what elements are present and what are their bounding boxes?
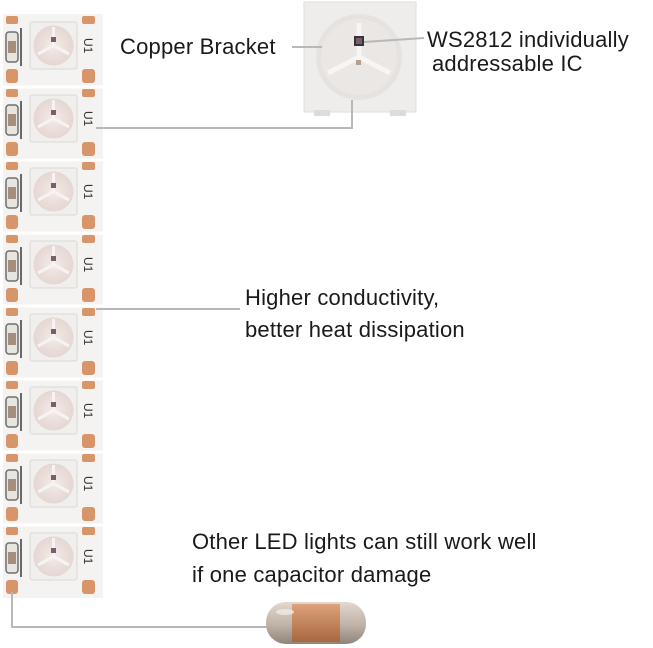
- copper-pad: [6, 89, 18, 97]
- pcb-marking-u1: U1: [81, 403, 95, 419]
- copper-pad: [6, 454, 18, 462]
- copper-pad: [82, 507, 95, 521]
- ic-label-line1: WS2812 individually: [427, 27, 629, 52]
- copper-pad: [6, 288, 18, 302]
- copper-pad: [6, 16, 18, 24]
- conductivity-label-line1: Higher conductivity,: [245, 285, 440, 310]
- strip-led-frame: [37, 392, 70, 421]
- pcb-marking-u1: U1: [81, 549, 95, 565]
- copper-pad: [82, 434, 95, 448]
- strip-led-chip: [51, 183, 56, 188]
- strip-capacitor-band: [8, 406, 16, 418]
- strip-led-frame: [37, 27, 70, 56]
- led-pin: [390, 110, 406, 116]
- strip-capacitor-band: [8, 260, 16, 272]
- closeup-connector-line: [96, 100, 353, 129]
- copper-pad: [82, 215, 95, 229]
- strip-led-frame: [37, 246, 70, 275]
- pcb-marking-u1: U1: [81, 257, 95, 273]
- strip-led-frame: [37, 538, 70, 567]
- copper-pad: [6, 69, 18, 83]
- led-die: [356, 60, 361, 65]
- copper-pad: [82, 142, 95, 156]
- copper-pad: [6, 215, 18, 229]
- copper-pad: [82, 288, 95, 302]
- copper-pad: [82, 69, 95, 83]
- pcb-marking-u1: U1: [81, 38, 95, 54]
- strip-led-frame: [37, 319, 70, 348]
- copper-pad: [82, 527, 95, 535]
- strip-capacitor-band: [8, 552, 16, 564]
- copper-pad: [6, 381, 18, 389]
- copper-pad: [82, 381, 95, 389]
- strip-led-chip: [51, 37, 56, 42]
- copper-pad: [82, 89, 95, 97]
- copper-bracket-label: Copper Bracket: [120, 34, 276, 59]
- copper-pad: [82, 162, 95, 170]
- copper-pad: [6, 434, 18, 448]
- strip-led-chip: [51, 475, 56, 480]
- strip-led-chip: [51, 110, 56, 115]
- copper-pad: [6, 580, 18, 594]
- strip-led-chip: [51, 402, 56, 407]
- ws2812-ic-die: [356, 38, 362, 44]
- capacitor-highlight: [276, 609, 294, 615]
- copper-pad: [82, 580, 95, 594]
- strip-capacitor-band: [8, 187, 16, 199]
- strip-capacitor-band: [8, 333, 16, 345]
- copper-pad: [82, 235, 95, 243]
- led-pin: [314, 110, 330, 116]
- copper-pad: [82, 16, 95, 24]
- strip-capacitor-band: [8, 479, 16, 491]
- capacitor-closeup: [266, 602, 366, 644]
- capacitor-label-line2: if one capacitor damage: [192, 562, 432, 587]
- strip-led-frame: [37, 173, 70, 202]
- copper-pad: [6, 507, 18, 521]
- ic-leader: [363, 37, 425, 43]
- strip-led-frame: [37, 100, 70, 129]
- copper-pad: [82, 308, 95, 316]
- strip-led-chip: [51, 548, 56, 553]
- strip-led-chip: [51, 329, 56, 334]
- ic-label-line2: addressable IC: [432, 51, 583, 76]
- pcb-marking-u1: U1: [81, 330, 95, 346]
- copper-pad: [6, 361, 18, 375]
- capacitor-leader: [11, 592, 270, 628]
- pcb-marking-u1: U1: [81, 184, 95, 200]
- conductivity-label-line2: better heat dissipation: [245, 317, 465, 342]
- copper-pad: [6, 235, 18, 243]
- leader-lines: [11, 37, 425, 628]
- capacitor-band: [292, 604, 340, 642]
- capacitor-label-line1: Other LED lights can still work well: [192, 529, 537, 554]
- strip-led-frame: [37, 465, 70, 494]
- copper-pad: [6, 142, 18, 156]
- pcb-marking-u1: U1: [81, 476, 95, 492]
- copper-pad: [6, 527, 18, 535]
- copper-pad: [6, 308, 18, 316]
- strip-capacitor-band: [8, 41, 16, 53]
- strip-capacitor-band: [8, 114, 16, 126]
- copper-pad: [82, 454, 95, 462]
- copper-pad: [6, 162, 18, 170]
- pcb-marking-u1: U1: [81, 111, 95, 127]
- copper-pad: [82, 361, 95, 375]
- ws2812-led-closeup: [303, 1, 417, 116]
- strip-led-chip: [51, 256, 56, 261]
